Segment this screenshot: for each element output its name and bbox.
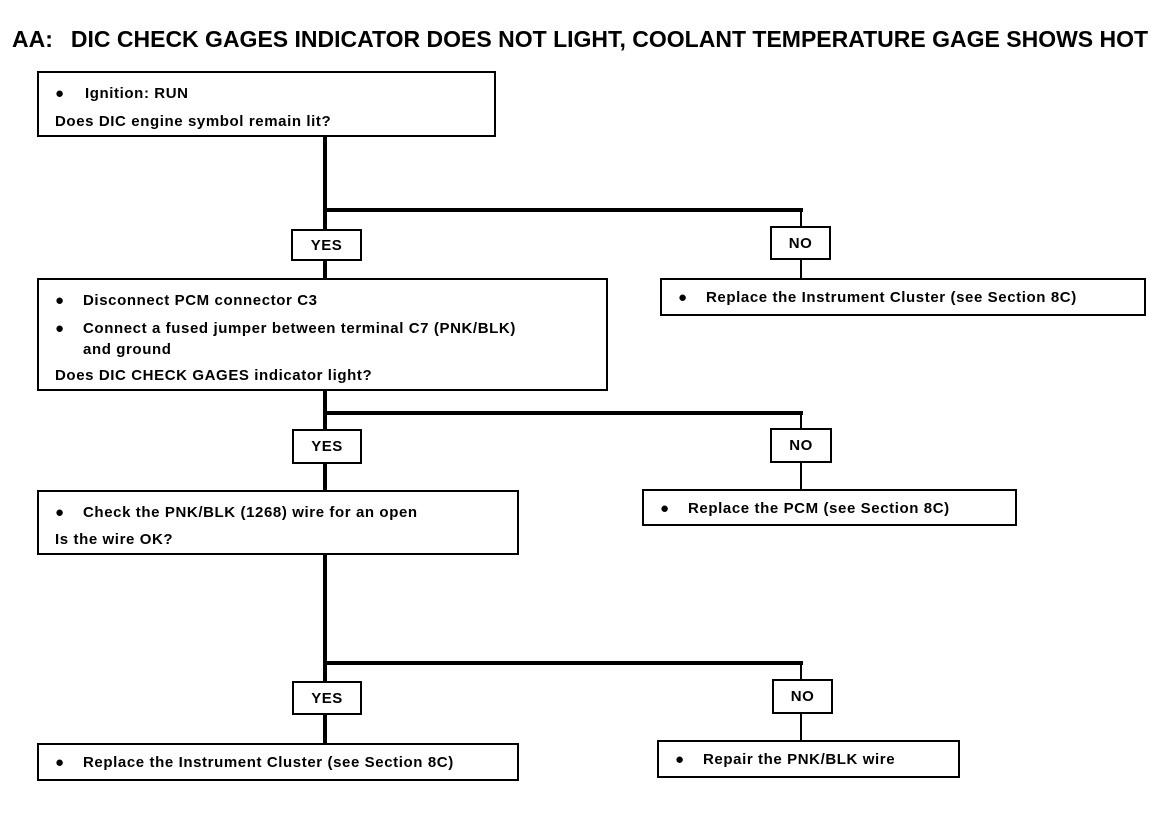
step1-bullet-1: Ignition: RUN	[85, 85, 189, 102]
bullet-icon: ●	[55, 292, 65, 309]
step2-bullet-1: Disconnect PCM connector C3	[83, 292, 318, 309]
outcome-step2-no-text: Replace the PCM (see Section 8C)	[688, 500, 950, 517]
bullet-icon: ●	[675, 751, 685, 768]
connector-step3-no	[800, 661, 802, 683]
outcome-step3-yes-text: Replace the Instrument Cluster (see Sect…	[83, 754, 454, 771]
outcome-step2-no-box: ● Replace the PCM (see Section 8C)	[642, 489, 1017, 526]
step2-bullet-2: Connect a fused jumper between terminal …	[83, 320, 516, 337]
connector-step2-yes	[323, 411, 327, 431]
connector-step1-yes	[323, 208, 327, 232]
bullet-icon: ●	[660, 500, 670, 517]
connector-step2-down	[323, 389, 327, 415]
outcome-step3-no-text: Repair the PNK/BLK wire	[703, 751, 896, 768]
connector-yes3-outcome	[323, 713, 327, 745]
bullet-icon: ●	[678, 289, 688, 306]
outcome-step1-no-box: ● Replace the Instrument Cluster (see Se…	[660, 278, 1146, 316]
connector-no1-outcome	[800, 258, 802, 280]
step1-question: Does DIC engine symbol remain lit?	[55, 113, 332, 130]
connector-yes1-step2	[323, 258, 327, 280]
step3-bullet-1: Check the PNK/BLK (1268) wire for an ope…	[83, 504, 418, 521]
connector-step1-branch	[323, 208, 803, 212]
connector-step2-no	[800, 411, 802, 431]
step3-box: ● Check the PNK/BLK (1268) wire for an o…	[37, 490, 519, 555]
no-label-2: NO	[770, 428, 832, 463]
outcome-step3-no-box: ● Repair the PNK/BLK wire	[657, 740, 960, 778]
outcome-step1-no-text: Replace the Instrument Cluster (see Sect…	[706, 289, 1077, 306]
connector-step2-branch	[323, 411, 803, 415]
step2-box: ● Disconnect PCM connector C3 ● Connect …	[37, 278, 608, 391]
yes-label-1: YES	[291, 229, 362, 261]
title-prefix: AA:	[12, 26, 53, 52]
bullet-icon: ●	[55, 754, 65, 771]
connector-step3-yes	[323, 661, 327, 683]
bullet-icon: ●	[55, 85, 65, 102]
step1-box: ● Ignition: RUN Does DIC engine symbol r…	[37, 71, 496, 137]
connector-step3-branch	[323, 661, 803, 665]
bullet-icon: ●	[55, 504, 65, 521]
connector-no2-outcome	[800, 461, 802, 491]
outcome-step3-yes-box: ● Replace the Instrument Cluster (see Se…	[37, 743, 519, 781]
title-text: DIC CHECK GAGES INDICATOR DOES NOT LIGHT…	[70, 26, 1149, 52]
step2-question: Does DIC CHECK GAGES indicator light?	[55, 367, 373, 384]
connector-no3-outcome	[800, 713, 802, 741]
yes-label-3: YES	[292, 681, 362, 715]
step2-bullet-2-continuation: and ground	[83, 341, 172, 358]
connector-step3-down	[323, 553, 327, 665]
diagram-title: AA: DIC CHECK GAGES INDICATOR DOES NOT LI…	[12, 26, 1148, 53]
connector-step1-down	[323, 136, 327, 212]
no-label-1: NO	[770, 226, 831, 260]
yes-label-2: YES	[292, 429, 362, 464]
connector-step1-no	[800, 208, 802, 232]
connector-yes2-step3	[323, 461, 327, 493]
step3-question: Is the wire OK?	[55, 531, 174, 548]
bullet-icon: ●	[55, 320, 65, 337]
no-label-3: NO	[772, 679, 833, 714]
